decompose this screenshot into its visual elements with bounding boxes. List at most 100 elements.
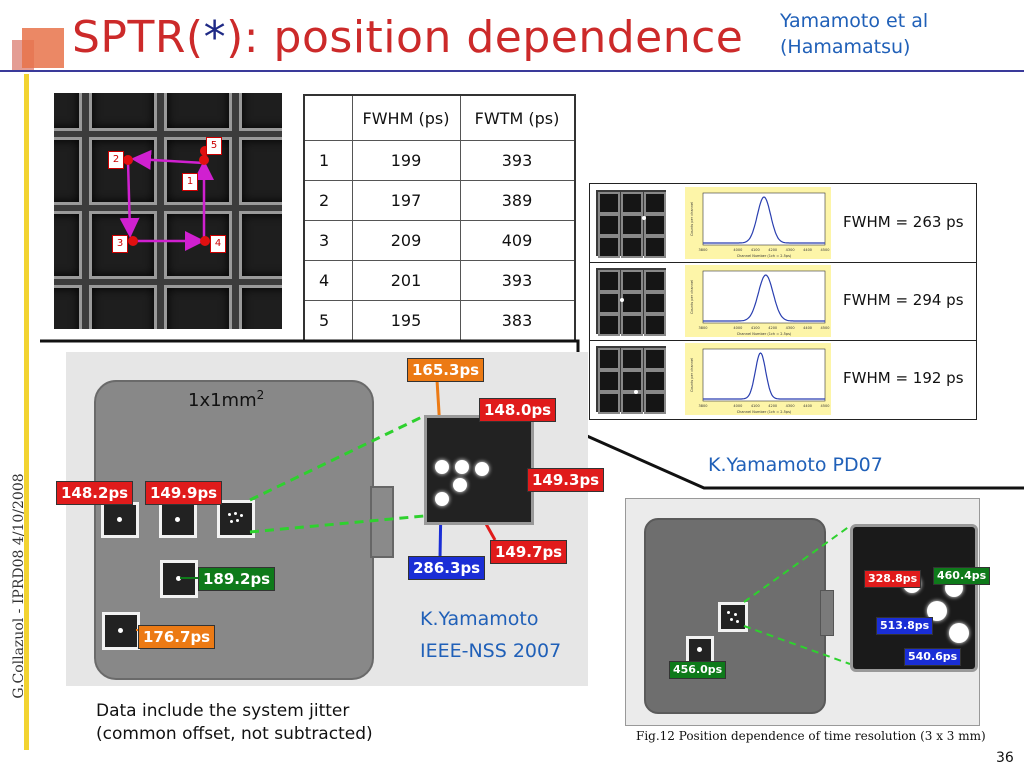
fwhm-value-1: FWHM = 263 ps — [843, 213, 964, 231]
plot-x-label: Channel Number (1ch = 2.5ps) — [737, 410, 792, 414]
thumb-cell — [644, 192, 666, 214]
thumb-cell — [598, 348, 620, 370]
table-row: 2 197 389 — [303, 180, 575, 221]
point-label-1: 1 — [182, 173, 198, 191]
timing-badge: 189.2ps — [198, 567, 276, 591]
note-line-1: Data include the system jitter — [96, 701, 350, 721]
table-cell: 2 — [303, 180, 353, 221]
histogram-curve — [703, 196, 825, 244]
table-header-row: FWHM (ps) FWTM (ps) — [303, 94, 575, 141]
thumb-cell — [621, 270, 643, 292]
pixel-square — [101, 502, 139, 538]
table-cell: 5 — [303, 300, 353, 342]
plot-tick-label: 4000 — [733, 248, 742, 252]
table-cell: 409 — [459, 220, 575, 261]
side-caption: G.Collazuol - IPRD08 4/10/2008 — [11, 473, 27, 699]
plot-y-label: Counts per channel — [690, 202, 694, 236]
table-cell: 197 — [351, 180, 461, 221]
thumb-cell — [598, 270, 620, 292]
thumb-cell — [621, 214, 643, 236]
table-cell: 4 — [303, 260, 353, 301]
plot-x-label: Channel Number (1ch = 2.5ps) — [737, 254, 792, 258]
plot-tick-label: 4100 — [751, 326, 760, 330]
plot-tick-label: 4400 — [803, 248, 812, 252]
thumb-cell — [644, 314, 666, 336]
plot-y-label: Counts per channel — [690, 358, 694, 392]
table-cell: 393 — [459, 140, 575, 181]
table-header-cell: FWTM (ps) — [459, 94, 575, 141]
reference-ieee-author: K.Yamamoto — [420, 608, 539, 630]
point-label-2: 2 — [108, 151, 124, 169]
histogram-curve — [703, 274, 825, 322]
header-decoration-orange — [22, 28, 64, 68]
timing-badge: 149.9ps — [145, 481, 223, 505]
timing-badge: 148.0ps — [479, 398, 557, 422]
table-cell: 3 — [303, 220, 353, 261]
thumb-cell — [598, 214, 620, 236]
thumb-cell — [621, 236, 643, 258]
left-accent-bar — [24, 74, 29, 750]
plot-tick-label: 4400 — [803, 404, 812, 408]
plot-x-label: Channel Number (1ch = 2.5ps) — [737, 332, 792, 336]
plot-tick-label: 4200 — [768, 326, 777, 330]
plot-tick-label: 4200 — [768, 248, 777, 252]
thumb-spot — [634, 390, 638, 394]
thumb-cell — [644, 236, 666, 258]
thumb-cell — [644, 348, 666, 370]
pixel-square — [686, 636, 714, 664]
pixel-thumbnail — [596, 190, 666, 258]
table-cell: 383 — [459, 300, 575, 342]
note-line-2: (common offset, not subtracted) — [96, 724, 373, 744]
author-line-2: (Hamamatsu) — [780, 36, 911, 58]
plot-tick-label: 3800 — [699, 404, 708, 408]
timing-badge-small: 513.8ps — [876, 617, 934, 635]
plot-tick-label: 4200 — [768, 404, 777, 408]
plot-tick-label: 4100 — [751, 248, 760, 252]
pixel-square-zoomed — [718, 602, 748, 632]
table-cell: 209 — [351, 220, 461, 261]
thumb-cell — [598, 292, 620, 314]
thumb-cell — [621, 192, 643, 214]
timing-badge: 149.3ps — [527, 468, 605, 492]
table-row: 3 209 409 — [303, 220, 575, 261]
pixel-thumbnail — [596, 346, 666, 414]
timing-badge: 286.3ps — [408, 556, 486, 580]
pixel-square — [102, 612, 140, 650]
table-cell: 389 — [459, 180, 575, 221]
point-label-5: 5 — [206, 137, 222, 155]
plot-tick-label: 4000 — [733, 326, 742, 330]
timing-badge-small: 540.6ps — [904, 648, 962, 666]
page-number: 36 — [996, 750, 1014, 766]
timing-badge: 149.7ps — [490, 540, 568, 564]
thumb-cell — [644, 370, 666, 392]
table-row: 4 201 393 — [303, 260, 575, 301]
thumb-cell — [644, 214, 666, 236]
reference-pd07: K.Yamamoto PD07 — [708, 454, 883, 476]
plot-tick-label: 4500 — [821, 326, 830, 330]
author-line-1: Yamamoto et al — [780, 10, 929, 32]
pixel-square — [159, 502, 197, 538]
thumb-spot — [620, 298, 624, 302]
table-row: 1 199 393 — [303, 140, 575, 181]
plot-tick-label: 4300 — [786, 248, 795, 252]
table-cell: 201 — [351, 260, 461, 301]
thumb-cell — [598, 392, 620, 414]
detector-connector — [370, 486, 394, 558]
scan-path-arrows — [119, 149, 214, 251]
thumb-cell — [621, 348, 643, 370]
thumb-cell — [644, 270, 666, 292]
thumb-cell — [644, 292, 666, 314]
table-header-cell: FWHM (ps) — [351, 94, 461, 141]
plot-tick-label: 3800 — [699, 326, 708, 330]
slide-title: SPTR(*): position dependence — [72, 12, 744, 63]
timing-badge: 176.7ps — [138, 625, 216, 649]
table-cell: 393 — [459, 260, 575, 301]
plot-tick-label: 4300 — [786, 326, 795, 330]
thumb-cell — [598, 192, 620, 214]
thumb-cell — [598, 236, 620, 258]
plot-frame — [702, 348, 826, 402]
author-credit: Yamamoto et al (Hamamatsu) — [780, 8, 928, 60]
table-cell: 195 — [351, 300, 461, 342]
